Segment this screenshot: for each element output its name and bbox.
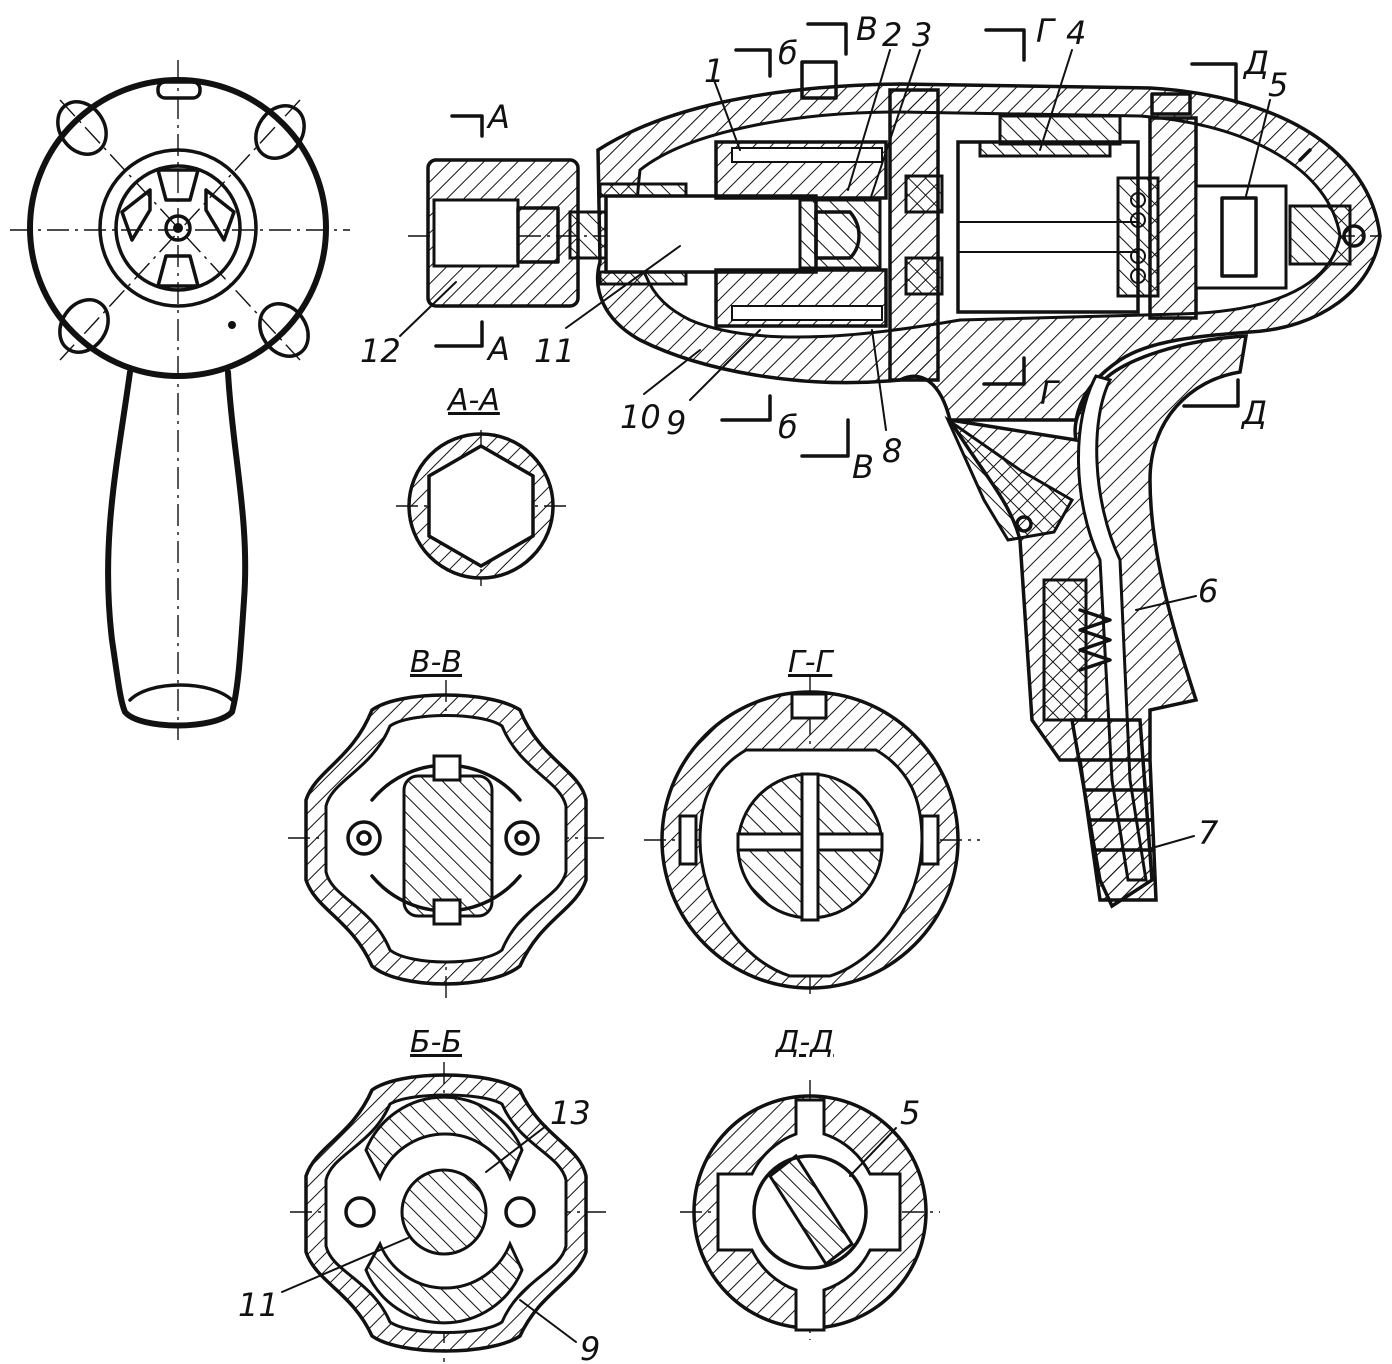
- front-lug-bottom-left: [58, 298, 110, 354]
- label-11-section: 11: [238, 1286, 279, 1324]
- hex-socket: [427, 443, 535, 569]
- trigger-lever: [944, 415, 1075, 542]
- section-gg: Г-Г: [644, 645, 980, 1000]
- cut-a-top: А: [486, 98, 510, 136]
- section-dd: Д-Д 5: [680, 1025, 940, 1340]
- section-bb-title: Б-Б: [410, 1025, 462, 1060]
- front-lug-top-left: [56, 100, 108, 156]
- front-view: [10, 60, 350, 740]
- section-bb-hammer-top: [364, 1095, 524, 1182]
- label-5-section: 5: [900, 1094, 920, 1132]
- label-10: 10: [620, 398, 661, 436]
- section-aa-title: А-А: [446, 383, 500, 418]
- label-8: 8: [882, 432, 902, 470]
- nipple-7: [1069, 718, 1154, 909]
- front-handle-outline: [105, 369, 249, 729]
- cut-g-top: Г: [1036, 12, 1056, 50]
- label-9: 9: [666, 404, 686, 442]
- section-vv: В-В: [288, 645, 604, 1000]
- section-bb-shaft: [400, 1168, 488, 1256]
- section-bb-hammer-bottom: [364, 1240, 524, 1325]
- cut-b-top: б: [778, 34, 798, 72]
- main-side-section: [408, 60, 1382, 909]
- cut-v-top: В: [856, 10, 878, 48]
- cut-v-bottom: В: [852, 448, 874, 486]
- cut-b-bottom: б: [778, 408, 798, 446]
- section-bb: Б-Б 13 11 9: [238, 1025, 606, 1364]
- label-11: 11: [534, 332, 575, 370]
- label-6: 6: [1198, 572, 1218, 610]
- section-vv-title: В-В: [410, 645, 462, 680]
- section-aa: А-А: [396, 383, 566, 586]
- label-13: 13: [550, 1094, 591, 1132]
- label-1: 1: [704, 52, 724, 90]
- front-lug-top-right: [254, 104, 306, 160]
- label-12: 12: [360, 332, 401, 370]
- label-5: 5: [1268, 66, 1288, 104]
- valve-5: [1220, 196, 1258, 278]
- label-9-section: 9: [580, 1330, 600, 1364]
- section-gg-title: Г-Г: [788, 645, 835, 680]
- section-vv-cam: [402, 774, 494, 918]
- shaft-11: [604, 194, 818, 274]
- label-2: 2: [882, 16, 902, 54]
- valve-5-section: [767, 1153, 855, 1267]
- label-3: 3: [912, 16, 932, 54]
- front-inner-ring: [98, 148, 258, 308]
- cut-a-bottom: А: [486, 330, 510, 368]
- cut-d-top: Д: [1242, 44, 1269, 82]
- section-dd-title: Д-Д: [774, 1025, 834, 1060]
- cut-d-bottom: Д: [1240, 394, 1267, 432]
- cut-markers: А А б б В В Г Г Д Д: [434, 10, 1269, 486]
- front-lug-bottom-right: [258, 302, 310, 358]
- front-housing-outline: [27, 77, 329, 379]
- label-4: 4: [1066, 14, 1086, 52]
- cut-g-bottom: Г: [1040, 374, 1060, 412]
- part-labels: 1 2 3 4 5 6 7 8 9 10 11 12: [360, 14, 1288, 852]
- rotor-4: [956, 140, 1140, 314]
- label-7: 7: [1198, 814, 1219, 852]
